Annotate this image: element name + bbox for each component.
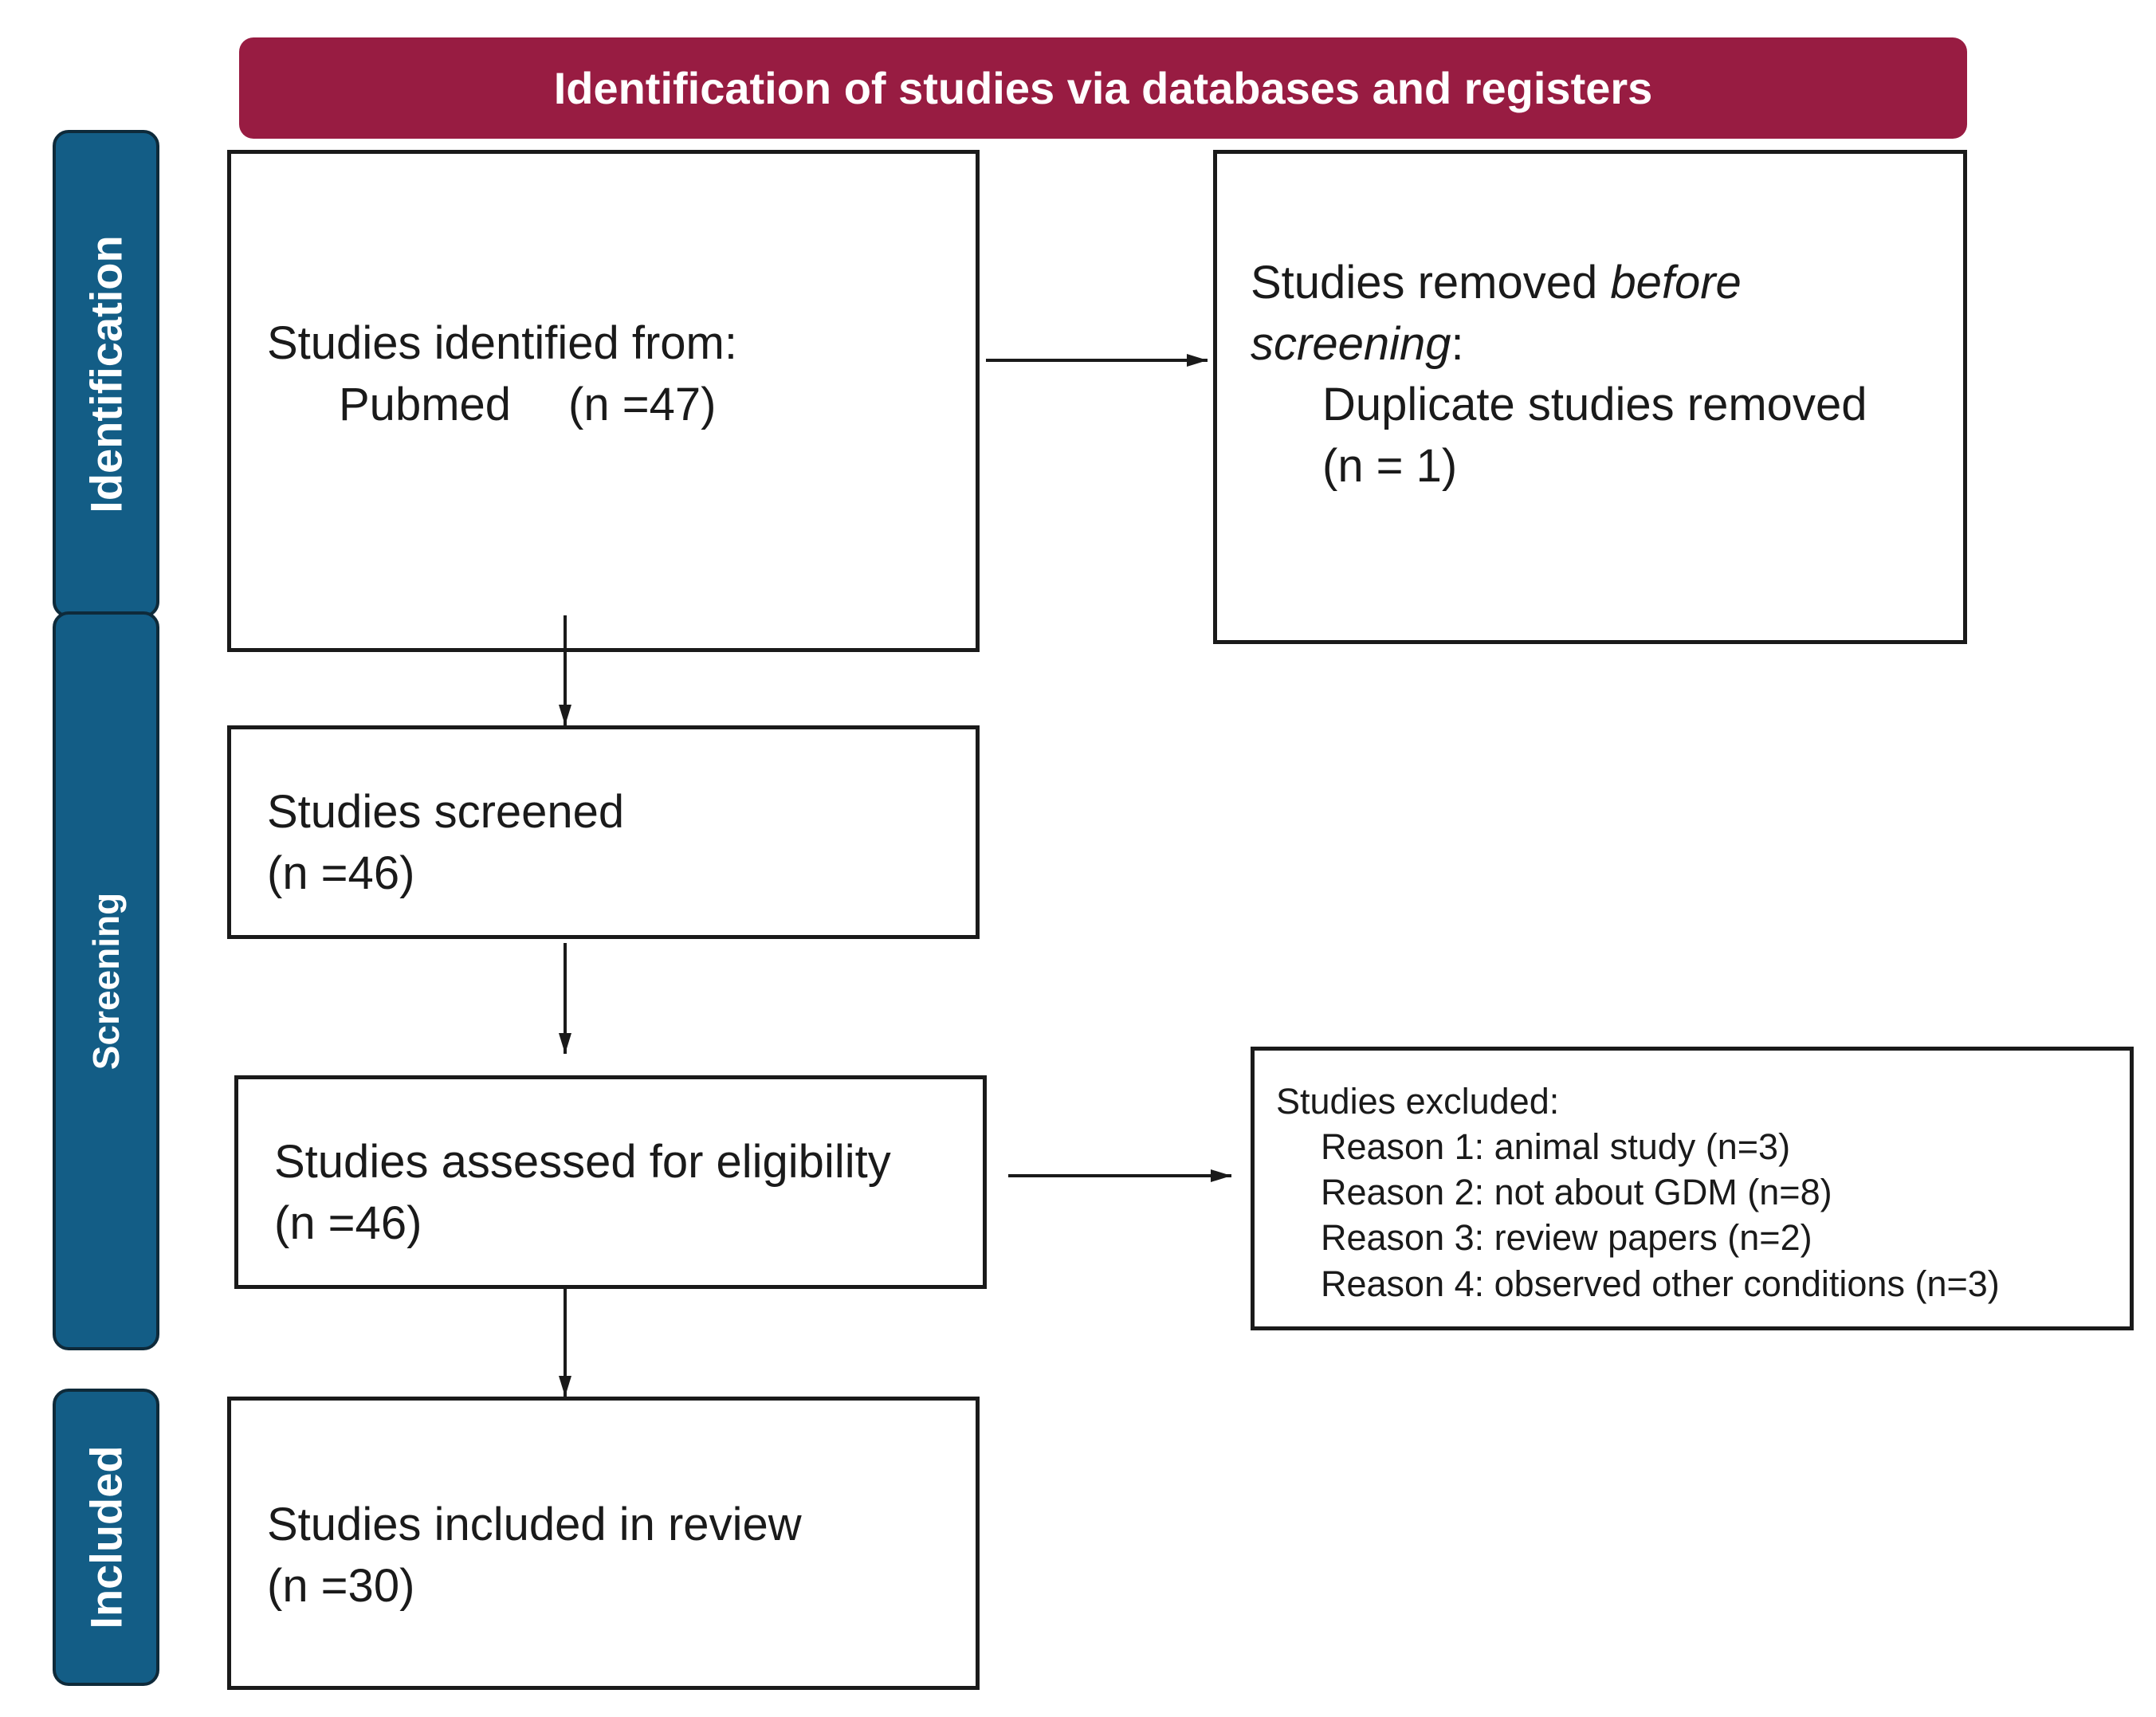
assessed-count: (n =46) bbox=[274, 1196, 422, 1249]
included-box: Studies included in review (n =30) bbox=[227, 1397, 980, 1690]
excluded-reason: Reason 1: animal study (n=3) bbox=[1321, 1126, 1791, 1168]
identified-count: (n =47) bbox=[568, 378, 717, 430]
removed-item: Duplicate studies removed bbox=[1322, 379, 1867, 431]
header-title: Identification of studies via databases … bbox=[553, 63, 1653, 113]
removed-heading-em1: before bbox=[1610, 257, 1742, 308]
removed-box: Studies removed before screening: Duplic… bbox=[1213, 150, 1967, 644]
excluded-reason: Reason 4: observed other conditions (n=3… bbox=[1321, 1263, 2000, 1304]
excluded-reason: Reason 3: review papers (n=2) bbox=[1321, 1217, 1812, 1259]
removed-heading-suffix: : bbox=[1451, 317, 1464, 370]
identified-box: Studies identified from: Pubmed (n =47) bbox=[227, 150, 980, 652]
removed-heading-line2: screening: bbox=[1251, 314, 1867, 375]
stage-included: Included bbox=[53, 1389, 159, 1686]
identified-heading: Studies identified from: bbox=[267, 317, 737, 369]
removed-heading-line1: Studies removed before bbox=[1251, 253, 1867, 314]
excluded-reason: Reason 2: not about GDM (n=8) bbox=[1321, 1172, 1832, 1213]
assessed-box: Studies assessed for eligibility (n =46) bbox=[234, 1075, 987, 1289]
removed-heading-em2: screening bbox=[1251, 317, 1451, 370]
included-count: (n =30) bbox=[267, 1559, 415, 1612]
header-banner: Identification of studies via databases … bbox=[239, 37, 1967, 139]
identified-source-line: Pubmed (n =47) bbox=[267, 375, 737, 436]
excluded-heading: Studies excluded: bbox=[1276, 1081, 1560, 1122]
stage-identification: Identification bbox=[53, 130, 159, 618]
identified-source: Pubmed bbox=[339, 378, 512, 430]
screened-count: (n =46) bbox=[267, 847, 415, 899]
removed-count: (n = 1) bbox=[1322, 439, 1458, 492]
removed-heading-prefix: Studies removed bbox=[1251, 257, 1611, 308]
included-label: Studies included in review bbox=[267, 1499, 802, 1550]
assessed-label: Studies assessed for eligibility bbox=[274, 1136, 891, 1188]
excluded-box: Studies excluded: Reason 1: animal study… bbox=[1251, 1047, 2134, 1330]
stage-screening: Screening bbox=[53, 611, 159, 1350]
screened-label: Studies screened bbox=[267, 786, 625, 838]
screened-box: Studies screened (n =46) bbox=[227, 725, 980, 939]
